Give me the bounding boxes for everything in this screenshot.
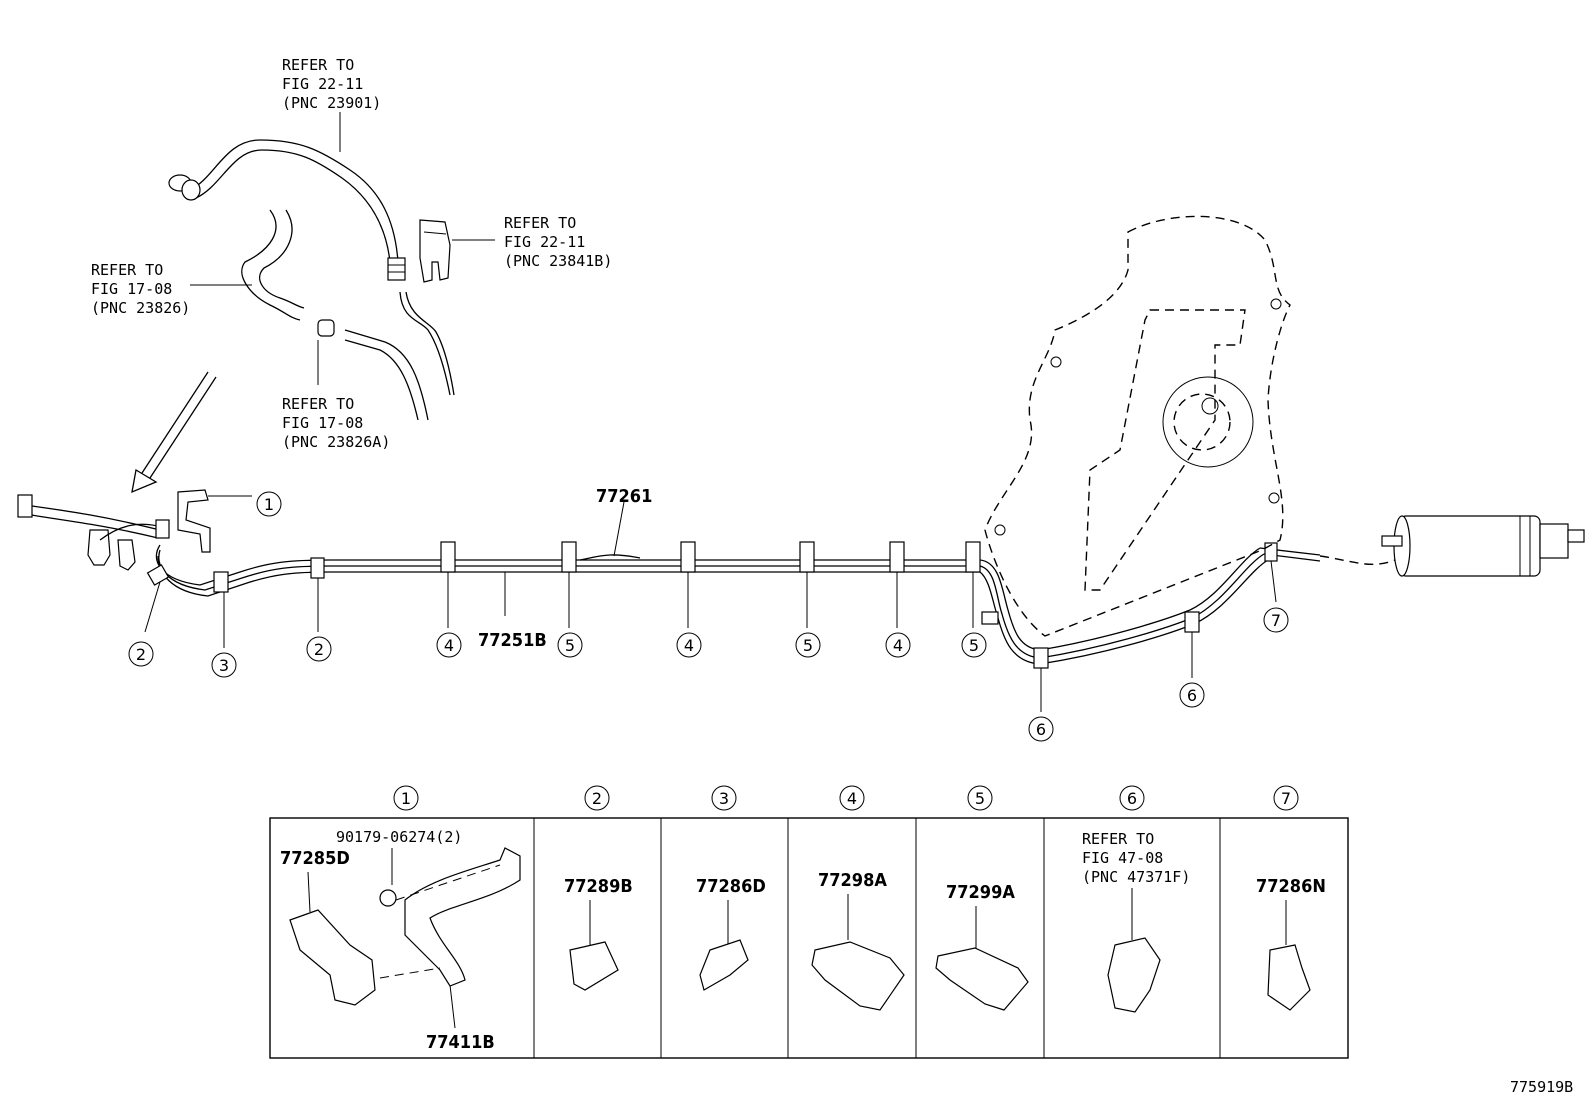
ref-fig-22-11-23841b: REFER TO FIG 22-11 (PNC 23841B) (504, 214, 612, 270)
svg-text:FIG 22-11: FIG 22-11 (504, 233, 585, 251)
detail-header-5: 5 (967, 785, 993, 811)
svg-text:77285D: 77285D (280, 848, 350, 869)
left-end-hoses (17, 494, 166, 571)
svg-text:2: 2 (136, 645, 146, 664)
part-number-tube-upper: 77261 (596, 486, 652, 507)
detail-header-4: 4 (839, 785, 865, 811)
detail-table: 1 2 3 4 5 6 7 90179-06274(2) 77285D 7741… (269, 785, 1349, 1059)
detail-cell-1: 90179-06274(2) 77285D 77411B (280, 828, 521, 1053)
callout-4b: 4 (676, 632, 702, 658)
svg-text:77286D: 77286D (696, 876, 766, 897)
svg-text:(PNC 47371F): (PNC 47371F) (1082, 868, 1190, 886)
svg-text:4: 4 (444, 636, 454, 655)
svg-text:(PNC 23841B): (PNC 23841B) (504, 252, 612, 270)
detail-header-1: 1 (393, 785, 419, 811)
callout-5a: 5 (557, 632, 583, 658)
detail-header-3: 3 (711, 785, 737, 811)
svg-text:3: 3 (719, 789, 729, 808)
svg-text:4: 4 (893, 636, 903, 655)
vapor-hose-upper (168, 139, 406, 281)
svg-text:77298A: 77298A (818, 870, 887, 891)
svg-text:90179-06274(2): 90179-06274(2) (336, 828, 462, 846)
part-number-tube-lower: 77251B (478, 630, 547, 651)
sensor-23826a (317, 291, 455, 421)
svg-text:FIG 47-08: FIG 47-08 (1082, 849, 1163, 867)
svg-text:7: 7 (1281, 789, 1291, 808)
callout-7: 7 (1263, 607, 1289, 633)
ref-fig-17-08-23826a: REFER TO FIG 17-08 (PNC 23826A) (282, 395, 390, 451)
callout-5b: 5 (795, 632, 821, 658)
callout-6a: 6 (1028, 716, 1054, 742)
svg-text:REFER TO: REFER TO (504, 214, 576, 232)
figure-id: 775919B (1510, 1078, 1573, 1096)
svg-text:REFER TO: REFER TO (1082, 830, 1154, 848)
detail-cell-6: REFER TO FIG 47-08 (PNC 47371F) (1082, 830, 1190, 1013)
svg-text:6: 6 (1127, 789, 1137, 808)
svg-text:77299A: 77299A (946, 882, 1015, 903)
detail-header-6: 6 (1119, 785, 1145, 811)
svg-text:1: 1 (264, 495, 274, 514)
detail-header-7: 7 (1273, 785, 1299, 811)
svg-text:2: 2 (314, 640, 324, 659)
svg-text:5: 5 (975, 789, 985, 808)
svg-text:FIG 17-08: FIG 17-08 (282, 414, 363, 432)
charcoal-canister (1381, 515, 1585, 577)
svg-text:FIG 17-08: FIG 17-08 (91, 280, 172, 298)
svg-text:3: 3 (219, 656, 229, 675)
svg-text:REFER TO: REFER TO (91, 261, 163, 279)
hose-23826 (190, 209, 305, 321)
svg-text:77286N: 77286N (1256, 876, 1326, 897)
ref-fig-22-11-23901: REFER TO FIG 22-11 (PNC 23901) (282, 56, 381, 152)
svg-text:7: 7 (1271, 611, 1281, 630)
svg-text:(PNC 23826A): (PNC 23826A) (282, 433, 390, 451)
detail-cell-2: 77289B (564, 876, 633, 991)
detail-cell-7: 77286N (1256, 876, 1326, 1011)
detail-cell-4: 77298A (811, 870, 905, 1011)
callout-6b: 6 (1179, 682, 1205, 708)
callout-5c: 5 (961, 632, 987, 658)
svg-text:(PNC 23901): (PNC 23901) (282, 94, 381, 112)
svg-text:5: 5 (803, 636, 813, 655)
svg-text:4: 4 (847, 789, 857, 808)
callout-2a: 2 (128, 641, 154, 667)
callout-4c: 4 (885, 632, 911, 658)
ref-fig-17-08-23826: REFER TO FIG 17-08 (PNC 23826) (91, 261, 190, 317)
svg-text:5: 5 (565, 636, 575, 655)
bracket-23841b (419, 219, 495, 283)
view-arrow (131, 371, 217, 494)
callout-1: 1 (256, 491, 282, 517)
svg-text:FIG 22-11: FIG 22-11 (282, 75, 363, 93)
callout-3: 3 (211, 652, 237, 678)
callout-2b: 2 (306, 636, 332, 662)
detail-header-2: 2 (584, 785, 610, 811)
svg-text:1: 1 (401, 789, 411, 808)
clamp-bracket-1 (177, 489, 252, 553)
svg-text:(PNC 23826): (PNC 23826) (91, 299, 190, 317)
svg-text:REFER TO: REFER TO (282, 56, 354, 74)
tube-bundle (155, 544, 1396, 665)
svg-text:5: 5 (969, 636, 979, 655)
svg-text:6: 6 (1036, 720, 1046, 739)
fuel-tank-outline (984, 215, 1291, 637)
svg-text:6: 6 (1187, 686, 1197, 705)
svg-text:2: 2 (592, 789, 602, 808)
svg-text:4: 4 (684, 636, 694, 655)
svg-text:77289B: 77289B (564, 876, 633, 897)
svg-text:REFER TO: REFER TO (282, 395, 354, 413)
callout-leaders (144, 501, 1277, 712)
callout-4a: 4 (436, 632, 462, 658)
detail-cell-3: 77286D (696, 876, 766, 991)
detail-cell-5: 77299A (935, 882, 1029, 1011)
svg-text:77411B: 77411B (426, 1032, 495, 1053)
